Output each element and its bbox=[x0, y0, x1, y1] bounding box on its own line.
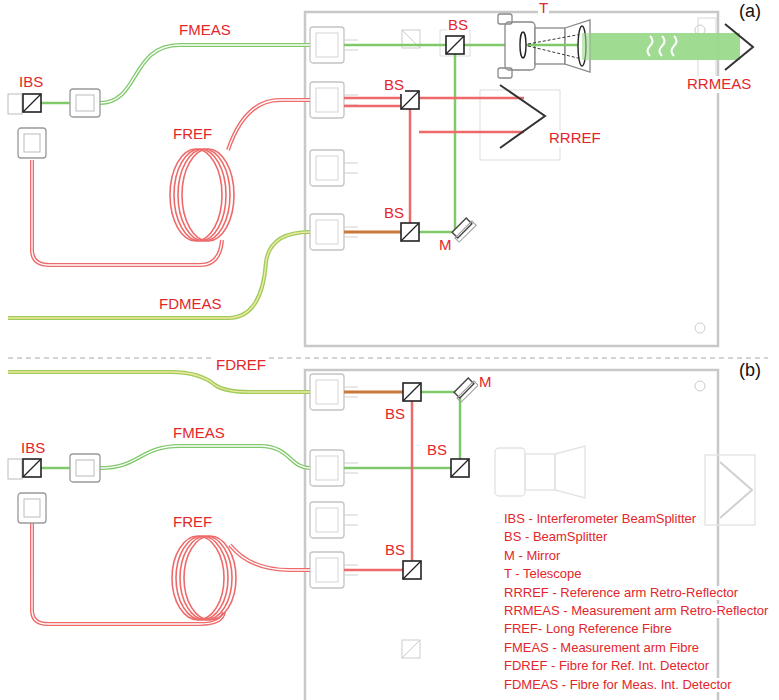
part-label: IBS bbox=[18, 74, 44, 91]
key-line: IBS - Interferometer BeamSplitter bbox=[503, 512, 697, 526]
key-line: FDMEAS - Fibre for Meas. Int. Detector bbox=[503, 678, 733, 692]
part-label: BS bbox=[383, 77, 405, 94]
key-line: RRMEAS - Measurement arm Retro-Reflector bbox=[503, 604, 769, 618]
panel-label: (a) bbox=[738, 2, 762, 22]
fibre-label: FMEAS bbox=[172, 425, 226, 442]
key-line: BS - BeamSplitter bbox=[503, 530, 608, 544]
key-line: M - Mirror bbox=[503, 549, 561, 563]
fibre-label: FMEAS bbox=[178, 22, 232, 39]
key-line: RRREF - Reference arm Retro-Reflector bbox=[503, 586, 739, 600]
part-label: BS bbox=[383, 205, 405, 222]
fibre-label: FDREF bbox=[215, 357, 267, 374]
part-label: M bbox=[478, 374, 493, 391]
part-label: RRMEAS bbox=[686, 76, 752, 93]
panel-label: (b) bbox=[738, 361, 762, 381]
fibre-label: FDMEAS bbox=[158, 296, 223, 313]
part-label: BS bbox=[426, 442, 448, 459]
key-line: FDREF - Fibre for Ref. Int. Detector bbox=[503, 659, 710, 673]
part-label: BS bbox=[447, 17, 469, 34]
part-label: RRREF bbox=[548, 130, 602, 147]
part-label: BS bbox=[384, 406, 406, 423]
part-label: T bbox=[538, 0, 549, 17]
part-label: M bbox=[438, 237, 453, 254]
part-label: IBS bbox=[20, 440, 46, 457]
key-line: FMEAS - Measurement arm Fibre bbox=[503, 641, 700, 655]
part-label: BS bbox=[384, 542, 406, 559]
fibre-label: FREF bbox=[172, 514, 213, 531]
key-line: T - Telescope bbox=[503, 567, 583, 581]
key-line: FREF- Long Reference Fibre bbox=[503, 622, 673, 636]
fibre-label: FREF bbox=[172, 126, 213, 143]
